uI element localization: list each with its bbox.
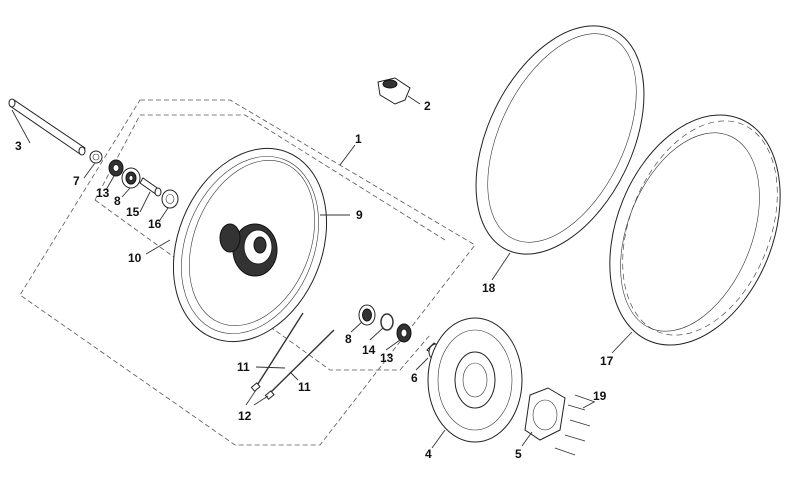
part-label-5: 5 — [515, 447, 522, 461]
part-labels: 1 2 3 4 5 6 7 8 8 9 10 11 11 12 13 13 14… — [15, 99, 614, 461]
part-label-13-right: 13 — [380, 351, 394, 365]
bearing-icon — [121, 167, 141, 189]
axle-icon — [8, 98, 86, 156]
spoke-icon — [255, 312, 335, 394]
part-label-8-right: 8 — [345, 332, 352, 346]
bolt-icon — [554, 394, 596, 456]
bearing-icon — [358, 304, 376, 326]
part-label-15: 15 — [126, 205, 140, 219]
part-label-19: 19 — [593, 389, 607, 403]
part-label-14: 14 — [362, 343, 376, 357]
spacer-icon — [380, 313, 394, 331]
part-label-6: 6 — [411, 371, 418, 385]
tyre-icon — [609, 114, 781, 346]
sprocket-flange-icon — [524, 387, 566, 441]
spacer-icon — [139, 177, 162, 197]
hub-icon — [219, 223, 278, 277]
part-label-9: 9 — [356, 208, 363, 222]
spacer-icon — [89, 150, 103, 164]
brake-disc-icon — [427, 317, 523, 443]
part-label-16: 16 — [148, 217, 162, 231]
part-label-18: 18 — [482, 281, 496, 295]
part-label-2: 2 — [424, 99, 431, 113]
spacer-icon — [161, 189, 179, 209]
part-label-8-left: 8 — [114, 194, 121, 208]
valve-clip-icon — [377, 77, 411, 105]
bearing-icon — [396, 323, 412, 343]
inner-tube-icon — [475, 25, 645, 255]
part-label-10: 10 — [128, 251, 142, 265]
bearing-icon — [108, 159, 124, 177]
part-label-11-right: 11 — [298, 380, 311, 394]
part-label-7: 7 — [73, 174, 80, 188]
nipple-icon — [250, 382, 275, 400]
part-label-1: 1 — [355, 132, 362, 146]
part-label-13-left: 13 — [96, 186, 110, 200]
part-label-11-left: 11 — [237, 360, 250, 374]
part-label-17: 17 — [600, 354, 614, 368]
part-label-3: 3 — [15, 139, 22, 153]
part-label-12: 12 — [238, 409, 252, 423]
part-label-4: 4 — [425, 447, 432, 461]
leader-lines — [11, 95, 633, 449]
